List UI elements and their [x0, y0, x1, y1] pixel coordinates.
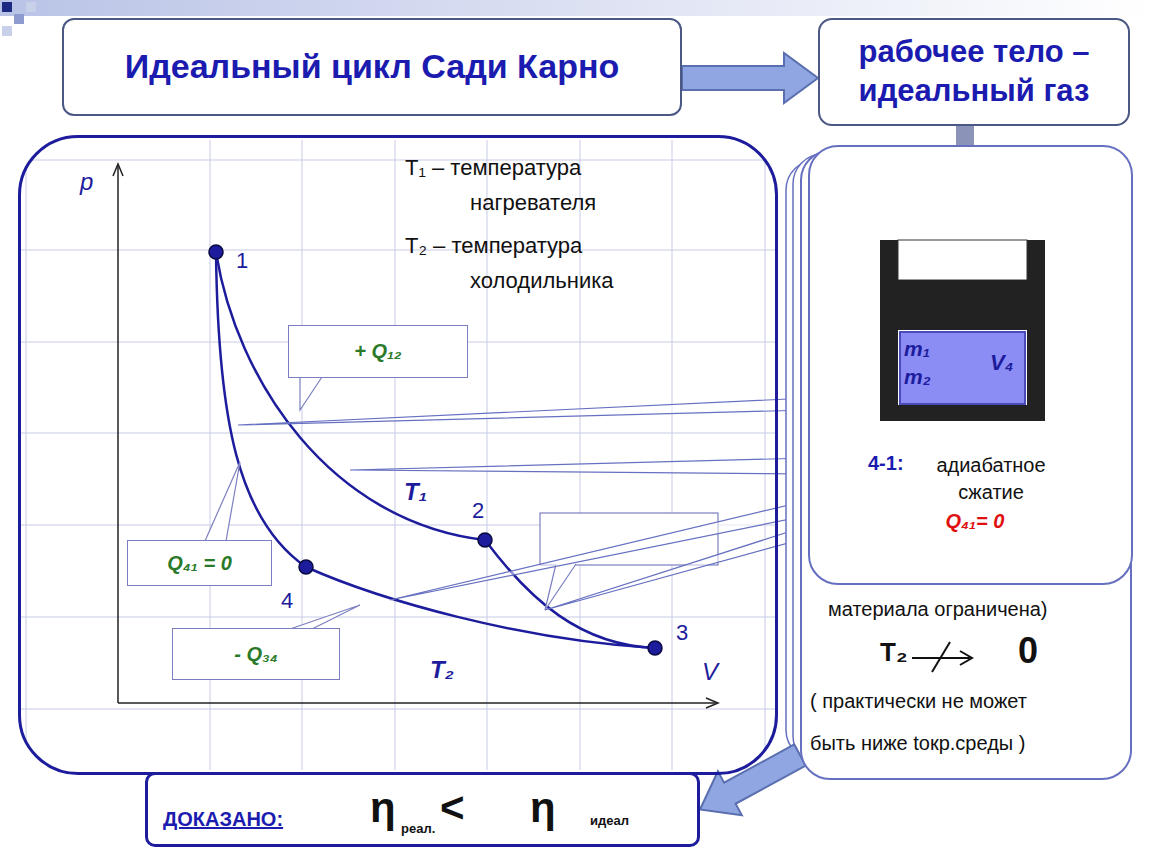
isotherm-label: T₁	[402, 478, 429, 506]
heat-label: Q₄₁ = 0	[128, 541, 271, 585]
title-text: Идеальный цикл Сади Карно	[64, 20, 680, 114]
corner-square	[26, 2, 36, 12]
graph-panel: + Q₁₂ Q₄₁ = 0 - Q₃₄ T₁ – температура нагрев…	[18, 135, 778, 775]
point-number: 2	[470, 498, 486, 524]
conclusion-label: ДОКАЗАНО:	[163, 808, 283, 831]
point-number: 1	[234, 248, 250, 274]
heat-label: - Q₃₄	[173, 629, 339, 679]
symbol-text: η	[530, 784, 556, 832]
callout-box: - Q₃₄	[172, 628, 340, 680]
callout-box: Q₄₁ = 0	[127, 540, 272, 586]
heat-label: Q₄₁= 0	[895, 510, 1055, 533]
corner-square	[2, 26, 12, 36]
conclusion-box: ДОКАЗАНО: η реал. < η идеал	[145, 772, 700, 847]
node-text: рабочее тело – идеальный газ	[820, 20, 1128, 124]
block-arrow	[700, 744, 806, 815]
legend-text: T₂ – температура холодильника	[405, 228, 667, 298]
heat-label: + Q₁₂	[289, 326, 467, 377]
not-tending-arrow	[908, 638, 988, 678]
zoom-card: m₁ m₂ V₄ 4-1: адиабатное сжатиеQ₄₁= 0	[808, 145, 1133, 585]
cycle-point	[209, 245, 662, 655]
step-number: 4-1:	[868, 452, 904, 475]
block-arrow	[682, 53, 818, 103]
symbol-text: <	[440, 784, 465, 832]
corner-square	[14, 14, 24, 24]
step-text: адиабатное сжатие	[916, 452, 1066, 506]
process-box: рабочее тело – идеальный газ	[818, 18, 1130, 126]
corner-square	[2, 2, 12, 12]
axes	[113, 164, 718, 708]
zoom-wedge	[238, 398, 810, 610]
note-text: ( практически не может быть ниже tокр.ср…	[810, 680, 1075, 764]
point-number: 4	[279, 588, 295, 614]
volume-label: V₄	[990, 350, 1013, 375]
note-text: материала ограничена)	[828, 598, 1128, 621]
mass-label: m₂	[904, 365, 931, 389]
symbol-text: 0	[1018, 630, 1038, 671]
top-bar	[0, 0, 1150, 16]
legend-text: T₁ – температура нагревателя	[405, 150, 667, 220]
mass-label: m₁	[904, 337, 930, 361]
axis-label: V	[700, 658, 720, 686]
grid	[20, 140, 777, 770]
axis-label: p	[78, 168, 95, 196]
symbol-text: T₂	[880, 638, 907, 668]
subscript-text: реал.	[401, 822, 435, 837]
callout-box: + Q₁₂	[288, 325, 468, 378]
subscript-text: идеал	[590, 814, 629, 829]
isotherm-label: T₂	[428, 656, 456, 684]
symbol-text: η	[370, 784, 396, 832]
point-number: 3	[674, 620, 690, 646]
title-box: Идеальный цикл Сади Карно	[62, 18, 682, 116]
